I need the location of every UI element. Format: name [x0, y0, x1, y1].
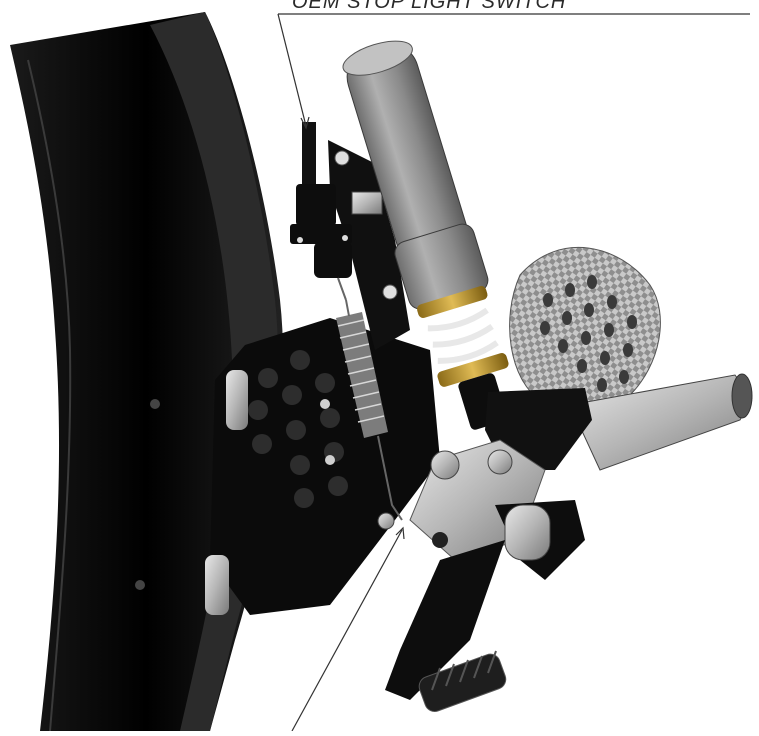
stop-light-switch	[290, 122, 352, 301]
leader-lines	[277, 13, 750, 732]
shift-lever-linkage	[377, 388, 592, 712]
switch-leader-arrow	[300, 116, 310, 130]
switch-leader-line	[277, 13, 307, 127]
spring-leader-arrow	[395, 526, 405, 540]
stop-light-switch-label: OEM STOP LIGHT SWITCH	[292, 0, 567, 13]
shock-upper-bracket	[328, 140, 410, 350]
return-spring	[336, 299, 403, 521]
shock-absorber	[342, 40, 509, 430]
spring-leader-line	[291, 529, 403, 732]
footpeg	[569, 373, 753, 471]
rearset-bracket	[205, 318, 440, 615]
carbon-heel-plate	[509, 246, 661, 421]
